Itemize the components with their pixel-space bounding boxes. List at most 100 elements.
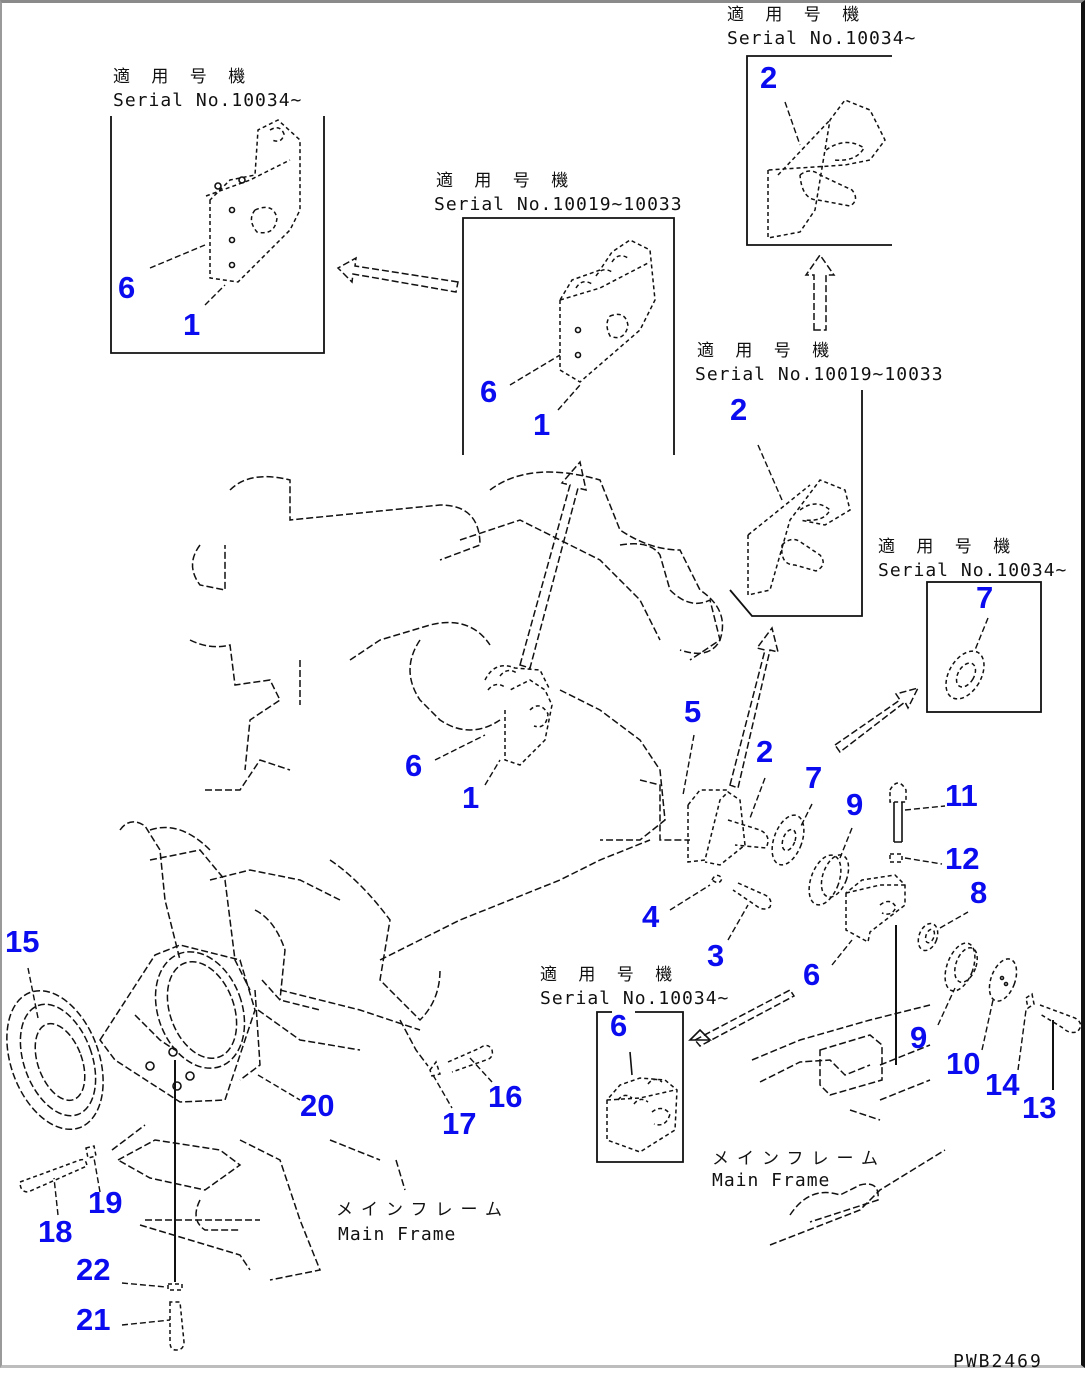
leader-line <box>784 101 801 146</box>
inset-serial-10034-washer: 適 用 号 機 Serial No.10034~ 7 <box>878 537 1067 713</box>
callout-18: 18 <box>38 1214 72 1249</box>
washer-part-drawing <box>945 650 985 700</box>
leader-line <box>329 1139 406 1191</box>
arrow-icon <box>729 626 780 790</box>
leader-line <box>939 911 969 929</box>
callout-11: 11 <box>945 778 978 813</box>
callout-6: 6 <box>118 270 135 305</box>
leader-line <box>121 1282 167 1288</box>
main-frame-right-drawing <box>751 1004 946 1246</box>
leader-line <box>669 884 711 911</box>
bushing-drawing <box>944 942 978 992</box>
inset-e-jp-label: 適 用 号 機 <box>878 537 1018 557</box>
callout-1: 1 <box>183 307 200 342</box>
callout-19: 19 <box>88 1185 122 1220</box>
callout-20: 20 <box>300 1088 334 1123</box>
flange-drawing <box>6 989 104 1131</box>
cap-plate-drawing <box>988 958 1018 1002</box>
leader-line <box>757 444 783 501</box>
callout-16: 16 <box>488 1079 522 1114</box>
inset-e-serial: Serial No.10034~ <box>878 560 1067 581</box>
inset-serial-10019-10033-plate: 適 用 号 機 Serial No.10019~10033 2 <box>695 341 944 617</box>
bushing-drawing <box>808 854 850 906</box>
bolt-drawing <box>429 1044 494 1077</box>
inset-c-box <box>746 55 892 246</box>
inset-f-box <box>596 1011 684 1163</box>
callout-7: 7 <box>976 580 993 615</box>
callout-6: 6 <box>405 748 422 783</box>
inset-e-box <box>926 581 1042 713</box>
callout-14: 14 <box>985 1067 1020 1102</box>
inset-serial-10019-10033-bracket: 適 用 号 機 Serial No.10019~10033 6 1 <box>434 171 682 455</box>
leader-line <box>904 805 946 811</box>
leader-line <box>682 734 695 796</box>
callout-10: 10 <box>946 1046 980 1081</box>
callout-6: 6 <box>803 957 820 992</box>
leader-line <box>469 1057 493 1083</box>
leader-line <box>399 1019 429 1067</box>
callout-6: 6 <box>480 374 497 409</box>
bolt-drawing <box>169 1301 185 1351</box>
leader-line <box>981 999 994 1051</box>
main-bracket-drawing <box>484 665 553 766</box>
callout-7: 7 <box>805 760 822 795</box>
callout-8: 8 <box>970 875 987 910</box>
inset-f-jp-label: 適 用 号 機 <box>540 965 680 985</box>
plate-part-drawing <box>767 99 886 239</box>
inset-a-box <box>110 116 325 354</box>
engine-outline <box>149 471 724 1051</box>
bolt-drawing <box>19 1145 97 1193</box>
callout-1: 1 <box>533 407 550 442</box>
main-frame-label: Main Frame <box>338 1224 456 1245</box>
leader-line <box>904 857 943 865</box>
plate-part-drawing <box>747 479 851 596</box>
bracket-part-drawing <box>559 239 656 383</box>
arrow-icon <box>519 460 587 669</box>
leader-line <box>432 1074 453 1109</box>
callout-3: 3 <box>707 938 724 973</box>
housing-drawing <box>99 821 286 1103</box>
leader-line <box>799 803 813 829</box>
inset-c-serial: Serial No.10034~ <box>727 28 916 49</box>
inset-serial-10034-block: 適 用 号 機 Serial No.10034~ 6 <box>540 965 729 1163</box>
callout-6: 6 <box>610 1008 627 1043</box>
leader-line <box>257 1074 301 1101</box>
leader-line <box>434 734 486 761</box>
leader-line <box>111 1124 146 1151</box>
leader-line <box>509 354 561 386</box>
callout-2: 2 <box>730 392 747 427</box>
arrow-icon <box>693 989 796 1047</box>
washer-drawing <box>167 1283 183 1291</box>
inset-a-jp-label: 適 用 号 機 <box>113 67 253 87</box>
arrow-icon <box>804 253 836 331</box>
main-frame-jp-label: メインフレーム <box>336 1200 510 1220</box>
leader-line <box>727 904 749 941</box>
leader-line <box>831 939 853 966</box>
leader-line <box>93 1157 101 1193</box>
callout-4: 4 <box>642 899 660 934</box>
callout-2: 2 <box>760 60 777 95</box>
inset-f-serial: Serial No.10034~ <box>540 988 729 1009</box>
callout-13: 13 <box>1022 1090 1056 1125</box>
leader-line <box>974 617 989 651</box>
callout-9: 9 <box>846 787 863 822</box>
leader-line <box>1017 1009 1027 1071</box>
inset-c-jp-label: 適 用 号 機 <box>727 5 867 25</box>
inset-d-jp-label: 適 用 号 機 <box>697 341 837 361</box>
inset-serial-10034-plate: 適 用 号 機 Serial No.10034~ 2 <box>727 5 916 246</box>
leader-line <box>53 1177 59 1216</box>
leader-line <box>839 827 853 859</box>
callout-22: 22 <box>76 1252 110 1287</box>
leader-line <box>149 244 206 269</box>
main-frame-left-drawing <box>116 1139 322 1281</box>
arrow-icon <box>688 1028 712 1041</box>
inset-b-box <box>462 217 675 455</box>
leader-line <box>557 384 581 411</box>
main-frame-label: Main Frame <box>712 1170 830 1191</box>
bolt-drawing <box>889 782 907 843</box>
callout-12: 12 <box>945 841 979 876</box>
leader-line <box>121 1319 171 1326</box>
inset-d-serial: Serial No.10019~10033 <box>695 364 944 385</box>
bolt-drawing <box>711 874 772 910</box>
